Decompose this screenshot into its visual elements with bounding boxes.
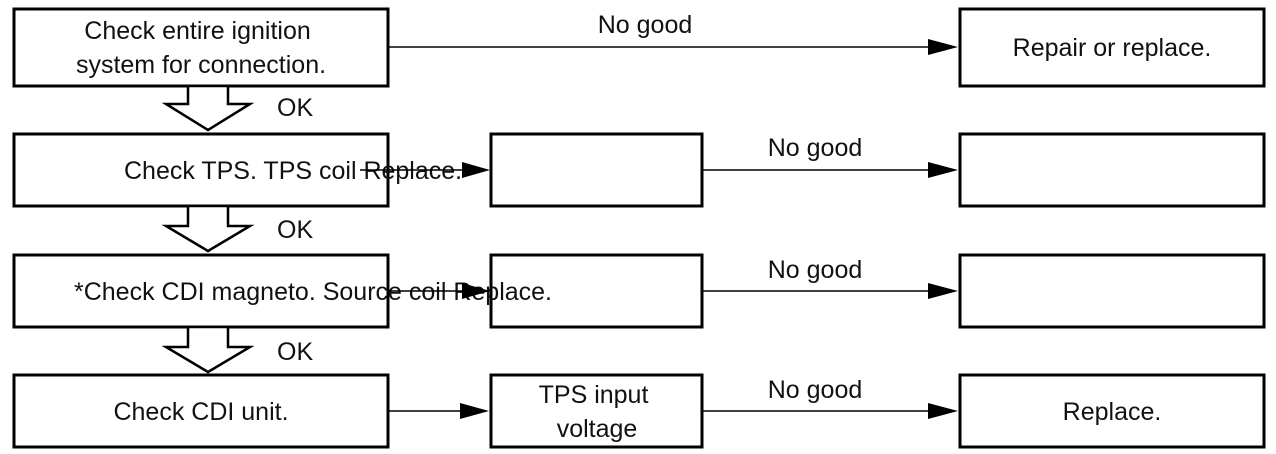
arrow-magneto-middle-to-right: [702, 283, 958, 299]
ok-arrow-2: [161, 204, 255, 253]
ok-arrow-1: [161, 84, 255, 132]
ok-arrow-3: [161, 325, 255, 374]
label-ok-1: OK: [277, 94, 313, 122]
box-magneto-empty-right: [958, 253, 1266, 329]
arrow-ignition-to-repair: [388, 39, 958, 55]
arrow-source-coil-to-middle: [388, 283, 490, 299]
box-replace-final: [958, 373, 1266, 449]
box-tps-empty-middle: [489, 132, 704, 208]
arrow-cdi-unit-to-tps-input: [388, 403, 489, 419]
label-no-good-1: No good: [598, 11, 693, 39]
arrow-tps-middle-to-right: [702, 162, 958, 178]
box-tps-empty-right: [958, 132, 1266, 208]
arrow-tps-input-to-replace: [702, 403, 958, 419]
arrow-tps-coil-to-middle: [360, 162, 490, 178]
box-repair-replace: [958, 7, 1266, 88]
box-tps-input-voltage-text: TPS input voltage: [539, 381, 656, 443]
label-ok-2: OK: [277, 216, 313, 244]
box-magneto-middle: [489, 253, 704, 329]
box-check-ignition-text: Check entire ignition system for connect…: [76, 17, 326, 79]
box-check-cdi-unit-text: Check CDI unit.: [113, 398, 288, 426]
label-no-good-3: No good: [768, 256, 863, 284]
box-check-ignition: [12, 7, 390, 88]
box-check-tps-text: Check TPS. TPS coil Replace.: [124, 157, 462, 185]
box-repair-replace-text: Repair or replace.: [1013, 34, 1212, 62]
box-replace-final-text: Replace.: [1063, 398, 1162, 426]
label-no-good-2: No good: [768, 134, 863, 162]
label-ok-3: OK: [277, 338, 313, 366]
box-tps-input-voltage: [489, 373, 704, 449]
label-no-good-4: No good: [768, 376, 863, 404]
box-check-cdi-unit: [12, 373, 390, 449]
